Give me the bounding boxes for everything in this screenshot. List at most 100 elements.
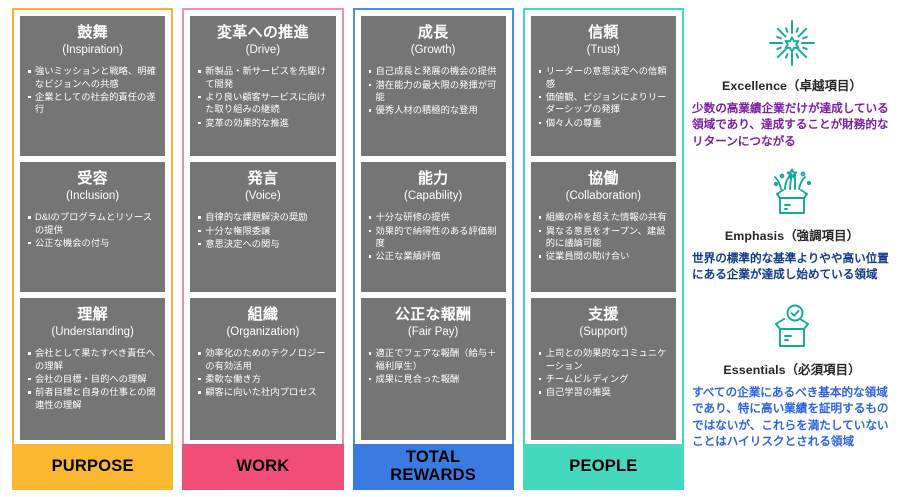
dimension-card[interactable]: 成長 (Growth) 自己成長と発展の機会の提供潜在能力の最大限の発揮が可能優秀人… (360, 16, 506, 156)
card-bullet: 前者目標と自身の仕事との関連性の理解 (27, 386, 158, 411)
card-bullet: 自己成長と発展の機会の提供 (368, 65, 499, 77)
card-bullet-list: 会社として果たすべき責任への理解会社の目標・目的への理解前者目標と自身の仕事との… (27, 347, 158, 412)
card-bullet-list: 強いミッションと戦略、明確なビジョンへの共感企業としての社会的責任の遂行 (27, 65, 158, 117)
dimension-card[interactable]: 受容(Inclusion)D&Iのプログラムとリソースの提供公正な機会の付与 (20, 162, 166, 292)
card-subtitle: (Drive) (245, 43, 281, 56)
card-bullet: 異なる意見をオープン、建設的に議論可能 (538, 225, 669, 250)
card-bullet-list: D&Iのプログラムとリソースの提供公正な機会の付与 (27, 211, 158, 250)
card-subtitle: (Organization) (226, 325, 300, 338)
card-title: 理解 (77, 306, 108, 323)
legend-item-essentials: Essentials（必須項目） すべての企業にあるべき基本的な領域であり、特に高… (692, 302, 892, 451)
dimension-card[interactable]: 支援 (Support) 上司との効果的なコミュニケーションチームビルディング自己学… (530, 298, 676, 440)
card-bullet: 適正でフェアな報酬（給与＋福利厚生） (368, 347, 499, 372)
dimension-card[interactable]: 鼓舞 (Inspiration) 強いミッションと戦略、明確なビジョンへの共感企業と… (20, 16, 166, 156)
pillar-label-people[interactable]: PEOPLE (522, 444, 684, 490)
card-title: 能力 (417, 170, 449, 187)
dimension-card[interactable]: 発言 (Voice) 自律的な課題解決の奨励十分な権限委譲意思決定への関与 (190, 162, 336, 292)
dimension-card[interactable]: 理解(Understanding)会社として果たすべき責任への理解会社の目標・目… (20, 298, 166, 440)
card-title: 変革への推進 (216, 24, 309, 41)
card-bullet: 組織の枠を超えた情報の共有 (538, 211, 669, 223)
pillar-label-work[interactable]: WORK (182, 444, 344, 490)
card-bullet: 潜在能力の最大限の発揮が可能 (368, 79, 499, 104)
dimension-card[interactable]: 組織 (Organization) 効率化のためのテクノロジーの有効活用柔軟な働き方… (190, 298, 336, 440)
legend-description: すべての企業にあるべき基本的な領域であり、特に高い業績を証明するものではないが、… (692, 386, 889, 449)
card-subtitle: (Capability) (404, 189, 463, 202)
card-bullet: 個々人の尊重 (538, 117, 669, 129)
card-title: 協働 (588, 170, 619, 187)
card-stack: 成長 (Growth) 自己成長と発展の機会の提供潜在能力の最大限の発揮が可能優秀人… (360, 16, 506, 440)
legend-description: 世界の標準的な基準よりやや高い位置にある企業が達成し始めている領域 (692, 252, 889, 282)
pillar-label-total_rewards[interactable]: TOTAL REWARDS (352, 444, 514, 490)
card-bullet-list: 新製品・新サービスを先駆けて開発より良い顧客サービスに向けた取り組みの継続変革の… (197, 65, 328, 130)
card-bullet-list: 上司との効果的なコミュニケーションチームビルディング自己学習の推奨 (538, 347, 669, 400)
card-subtitle: (Inclusion) (66, 189, 120, 202)
card-bullet: 従業員間の助け合い (538, 250, 669, 262)
dimension-card[interactable]: 公正な報酬 (Fair Pay) 適正でフェアな報酬（給与＋福利厚生）成果に見合った… (360, 298, 506, 440)
card-bullet: 優秀人材の積極的な登用 (368, 104, 499, 116)
card-bullet: 上司との効果的なコミュニケーション (538, 347, 669, 372)
dimension-card[interactable]: 信頼 (Trust) リーダーの意思決定への信頼感価値観、ビジョンによりリーダーシッ… (530, 16, 676, 156)
open-box-stars-icon (773, 168, 812, 214)
pillar-column-total_rewards[interactable]: 成長 (Growth) 自己成長と発展の機会の提供潜在能力の最大限の発揮が可能優秀人… (352, 8, 514, 490)
card-bullet: 意思決定への関与 (197, 238, 328, 250)
legend-title: Excellence（卓越項目） (721, 79, 862, 93)
card-bullet: チームビルディング (538, 373, 669, 385)
card-bullet-list: 適正でフェアな報酬（給与＋福利厚生）成果に見合った報酬 (368, 347, 499, 386)
card-bullet: 新製品・新サービスを先駆けて開発 (197, 65, 328, 90)
card-bullet: 顧客に向いた社内プロセス (197, 386, 328, 398)
card-subtitle: (Trust) (586, 43, 621, 56)
card-bullet: 効果的で納得性のある評価制度 (368, 225, 499, 250)
pillar-column-people[interactable]: 信頼 (Trust) リーダーの意思決定への信頼感価値観、ビジョンによりリーダーシッ… (522, 8, 684, 490)
card-title: 信頼 (588, 24, 619, 41)
card-bullet: 強いミッションと戦略、明確なビジョンへの共感 (27, 65, 158, 90)
card-stack: 鼓舞 (Inspiration) 強いミッションと戦略、明確なビジョンへの共感企業と… (20, 16, 166, 440)
card-bullet-list: 自己成長と発展の機会の提供潜在能力の最大限の発揮が可能優秀人材の積極的な登用 (368, 65, 499, 118)
card-title: 公正な報酬 (394, 306, 472, 323)
card-bullet: リーダーの意思決定への信頼感 (538, 65, 669, 90)
card-bullet-list: リーダーの意思決定への信頼感価値観、ビジョンによりリーダーシップの発揮個々人の尊… (538, 65, 669, 130)
card-bullet: 柔軟な働き方 (197, 373, 328, 385)
dimension-card[interactable]: 変革への推進 (Drive) 新製品・新サービスを先駆けて開発より良い顧客サービスに… (190, 16, 336, 156)
card-subtitle: (Fair Pay) (407, 325, 459, 338)
dimension-card[interactable]: 能力(Capability)十分な研修の提供効果的で納得性のある評価制度公正な業… (360, 162, 506, 292)
card-stack: 信頼 (Trust) リーダーの意思決定への信頼感価値観、ビジョンによりリーダーシッ… (530, 16, 676, 440)
card-bullet: 成果に見合った報酬 (368, 373, 499, 385)
legend-description: 少数の高業績企業だけが達成している領域であり、達成することが財務的なリターンにつ… (692, 102, 889, 148)
card-bullet: D&Iのプログラムとリソースの提供 (27, 211, 158, 236)
open-box-check-icon (775, 304, 809, 347)
card-title: 組織 (247, 306, 279, 323)
card-title: 成長 (417, 24, 449, 41)
card-title: 発言 (247, 170, 279, 187)
card-title: 支援 (588, 306, 619, 323)
card-bullet: 自己学習の推奨 (538, 386, 669, 398)
pillar-label-purpose[interactable]: PURPOSE (12, 444, 174, 490)
card-bullet-list: 自律的な課題解決の奨励十分な権限委譲意思決定への関与 (197, 211, 328, 251)
card-bullet: 会社として果たすべき責任への理解 (27, 347, 158, 372)
card-subtitle: (Growth) (410, 43, 456, 56)
card-bullet: 自律的な課題解決の奨励 (197, 211, 328, 223)
legend-item-emphasis: Emphasis（強調項目） 世界の標準的な基準よりやや高い位置にある企業が達成し… (692, 168, 892, 284)
pillar-column-work[interactable]: 変革への推進 (Drive) 新製品・新サービスを先駆けて開発より良い顧客サービスに… (182, 8, 344, 490)
card-bullet: 価値観、ビジョンによりリーダーシップの発揮 (538, 91, 669, 116)
card-bullet: 企業としての社会的責任の遂行 (27, 91, 158, 116)
card-bullet-list: 効率化のためのテクノロジーの有効活用柔軟な働き方顧客に向いた社内プロセス (197, 347, 328, 400)
pillar-column-purpose[interactable]: 鼓舞 (Inspiration) 強いミッションと戦略、明確なビジョンへの共感企業と… (12, 8, 174, 490)
sparkle-burst-icon (769, 20, 815, 66)
card-bullet: より良い顧客サービスに向けた取り組みの継続 (197, 91, 328, 116)
card-bullet: 十分な研修の提供 (368, 211, 499, 223)
card-subtitle: (Support) (579, 325, 628, 338)
card-title: 鼓舞 (77, 24, 108, 41)
legend-title: Emphasis（強調項目） (724, 229, 860, 243)
card-bullet: 公正な機会の付与 (27, 237, 158, 249)
legend-item-excellence: Excellence（卓越項目） 少数の高業績企業だけが達成している領域であり、達… (692, 18, 892, 150)
card-bullet-list: 十分な研修の提供効果的で納得性のある評価制度公正な業績評価 (368, 211, 499, 264)
card-bullet: 会社の目標・目的への理解 (27, 373, 158, 385)
pillar-columns: 鼓舞 (Inspiration) 強いミッションと戦略、明確なビジョンへの共感企業と… (12, 8, 684, 490)
card-subtitle: (Voice) (244, 189, 281, 202)
legend-title: Essentials（必須項目） (723, 363, 861, 377)
card-stack: 変革への推進 (Drive) 新製品・新サービスを先駆けて開発より良い顧客サービスに… (190, 16, 336, 440)
card-bullet: 効率化のためのテクノロジーの有効活用 (197, 347, 328, 372)
dimension-card[interactable]: 協働(Collaboration)組織の枠を超えた情報の共有異なる意見をオープン… (530, 162, 676, 292)
card-subtitle: (Inspiration) (62, 43, 123, 56)
